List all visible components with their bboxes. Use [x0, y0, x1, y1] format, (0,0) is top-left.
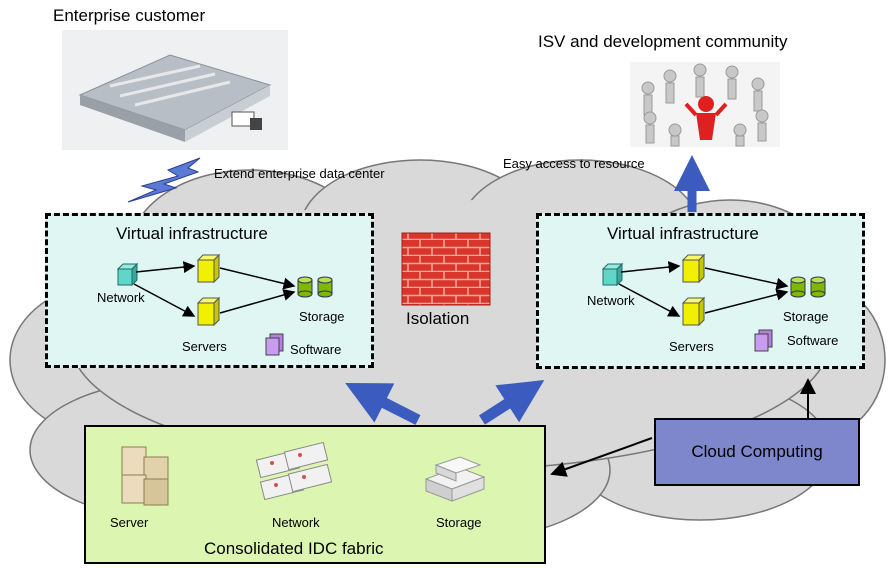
idc-graphics: [121, 441, 486, 506]
virtual-right-title: Virtual infrastructure: [607, 224, 759, 243]
isv-community-image: [630, 62, 780, 147]
idc-network-label: Network: [272, 515, 320, 530]
server-icon-bottom: [681, 296, 706, 327]
network-switch-icon: [601, 262, 624, 287]
cloud-computing-box: Cloud Computing: [654, 418, 860, 486]
server-icon-top: [681, 253, 706, 284]
extend-datacenter-label: Extend enterprise data center: [214, 166, 385, 181]
idc-title: Consolidated IDC fabric: [204, 539, 384, 558]
firewall-brick-icon: [401, 232, 491, 306]
storage-cylinders-icon: [790, 276, 826, 298]
virtual-right-software-label: Software: [787, 333, 839, 348]
virtual-left-software-label: Software: [290, 342, 342, 357]
virtual-right-graphics: [601, 253, 826, 352]
enterprise-building-image: [62, 30, 288, 150]
network-rack-icon: [255, 441, 333, 501]
lightning-bolt-icon: [127, 157, 201, 203]
software-icon: [754, 329, 773, 352]
provision-arrow-left: [345, 383, 421, 425]
virtual-left-title: Virtual infrastructure: [116, 224, 268, 243]
software-icon: [265, 333, 284, 356]
virtual-left-graphics: [116, 253, 333, 356]
idc-storage-label: Storage: [436, 515, 482, 530]
virtual-left-storage-label: Storage: [299, 309, 345, 324]
server-icon-top: [196, 253, 221, 284]
virtual-infrastructure-right: Virtual infrastructure Network Servers S…: [536, 213, 865, 369]
server-icon-bottom: [196, 296, 221, 327]
cloud-computing-arrow-idc: [550, 437, 653, 477]
storage-cylinders-icon: [297, 276, 333, 298]
idc-server-label: Server: [110, 515, 149, 530]
enterprise-customer-title: Enterprise customer: [53, 6, 206, 25]
virtual-left-network-label: Network: [97, 290, 145, 305]
virtual-right-network-label: Network: [587, 293, 635, 308]
virtual-left-servers-label: Servers: [182, 339, 227, 354]
isolation-label: Isolation: [406, 309, 470, 328]
network-switch-icon: [116, 262, 139, 287]
virtual-right-servers-label: Servers: [669, 339, 714, 354]
consolidated-idc-fabric: Server Network Storage Consolidated IDC …: [84, 425, 546, 564]
virtual-right-storage-label: Storage: [783, 309, 829, 324]
storage-blocks-icon: [424, 456, 486, 502]
isv-title: ISV and development community: [538, 32, 788, 51]
easy-access-label: Easy access to resource: [503, 156, 645, 171]
virtual-infrastructure-left: Virtual infrastructure Network Servers S…: [45, 213, 374, 368]
server-stack-icon: [121, 446, 169, 506]
provision-arrow-right: [479, 380, 545, 425]
